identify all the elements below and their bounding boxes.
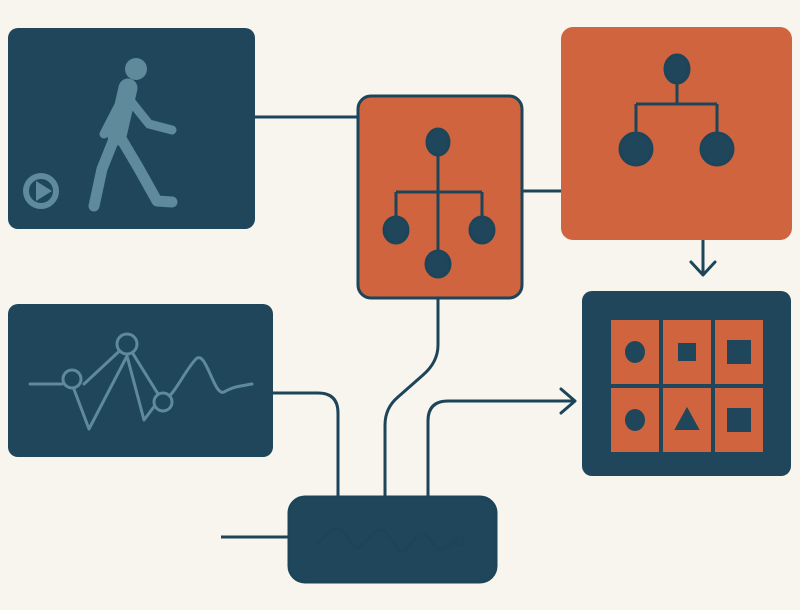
wave-signal-icon	[316, 527, 465, 554]
hierarchy-main-node[interactable]	[356, 94, 524, 300]
waveform-chart-icon	[28, 332, 254, 431]
hub-node[interactable]	[287, 495, 498, 584]
connector-hierarchy-to-hub	[383, 298, 440, 497]
square-icon	[727, 408, 751, 432]
triangle-icon	[674, 406, 700, 430]
arrowhead-to-grid-side	[559, 387, 577, 415]
signal-chart-node[interactable]	[8, 304, 273, 457]
shape-grid-node[interactable]	[582, 291, 791, 476]
square-icon	[678, 343, 696, 361]
hierarchy-tree-icon	[618, 53, 735, 167]
hierarchy-small-node[interactable]	[561, 27, 792, 240]
hierarchy-tree-icon	[382, 127, 496, 279]
walking-person-icon	[88, 58, 178, 212]
circle-icon	[625, 341, 645, 363]
connector-chart-to-hub	[273, 391, 340, 497]
connector-hub-to-grid	[426, 399, 574, 497]
circle-icon	[625, 409, 645, 431]
arrowhead-to-grid-top	[689, 260, 717, 277]
video-node[interactable]	[8, 28, 255, 229]
shape-grid-icon	[611, 320, 763, 452]
play-icon	[23, 173, 59, 209]
square-icon	[727, 340, 751, 364]
